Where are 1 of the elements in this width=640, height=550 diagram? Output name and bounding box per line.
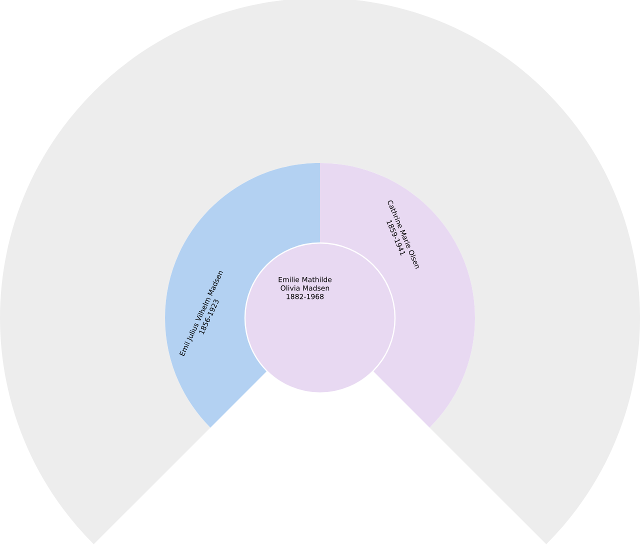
ring-segment (0, 0, 640, 544)
